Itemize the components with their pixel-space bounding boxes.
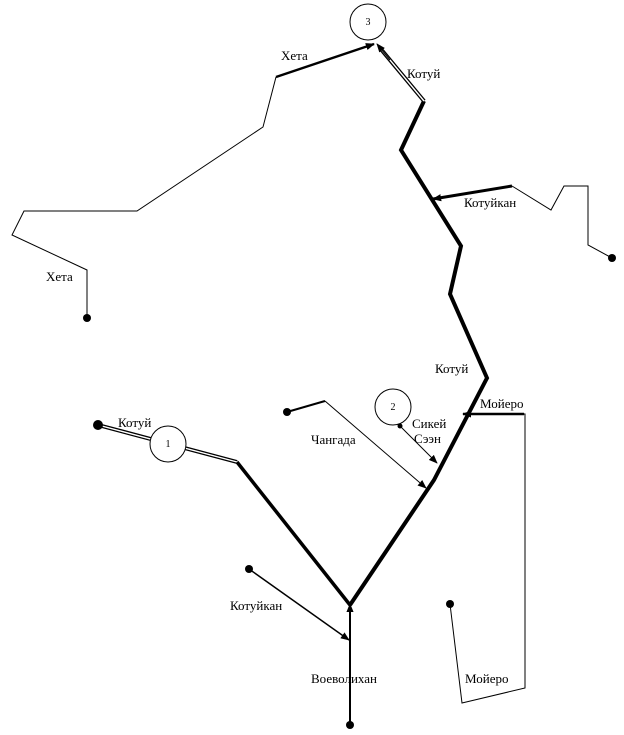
marker-1-label: 1 [166,439,171,450]
kheta-river-line [11,76,277,318]
label-kheta-top: Хета [281,48,308,63]
label-changada: Чангада [311,432,356,447]
marker-2-label: 2 [391,402,396,413]
label-voevolikhan: Воеволихан [311,671,377,686]
label-kotuy-top: Котуй [407,66,440,81]
label-kheta-left: Хета [46,269,73,284]
kotuy-left-thick-line [235,460,352,607]
kotuy-upper-arrowhead [376,43,391,61]
changada-source-dot [283,408,291,416]
label-sikey-line2: Сээн [414,431,441,446]
label-kotuy-left: Котуй [118,415,151,430]
kotuy-main-trunk-line [348,100,490,607]
changada-arrow [324,400,427,489]
kotuykan-right-line [511,185,613,259]
sikey-source-dot [397,423,403,429]
marker-1: 1 [149,425,187,463]
kotuy-left-source-dot [93,420,103,430]
label-kotuy-mid: Котуй [435,361,468,376]
kotuykan-bottom-arrow [248,568,350,641]
label-moyero-bottom: Мойеро [465,671,508,686]
label-kotuykan-right: Котуйкан [464,195,516,210]
marker-2: 2 [374,388,412,426]
kheta-confluence-arrow [275,42,375,79]
marker-3-label: 3 [366,17,371,28]
kotuykan-right-arrow [432,184,513,202]
kotuykan-bottom-source-dot [245,565,253,573]
sikey-arrow [399,425,438,464]
label-sikey-line1: Сикей [412,416,446,431]
label-kotuykan-bottom: Котуйкан [230,598,282,613]
voevolikhan-source-dot [346,721,354,729]
label-moyero-top: Мойеро [480,396,523,411]
marker-3: 3 [349,3,387,41]
moyero-source-dot [446,600,454,608]
kotuykan-right-source-dot [608,254,616,262]
changada-line [286,400,326,413]
kheta-source-dot [83,314,91,322]
moyero-line [449,413,526,704]
